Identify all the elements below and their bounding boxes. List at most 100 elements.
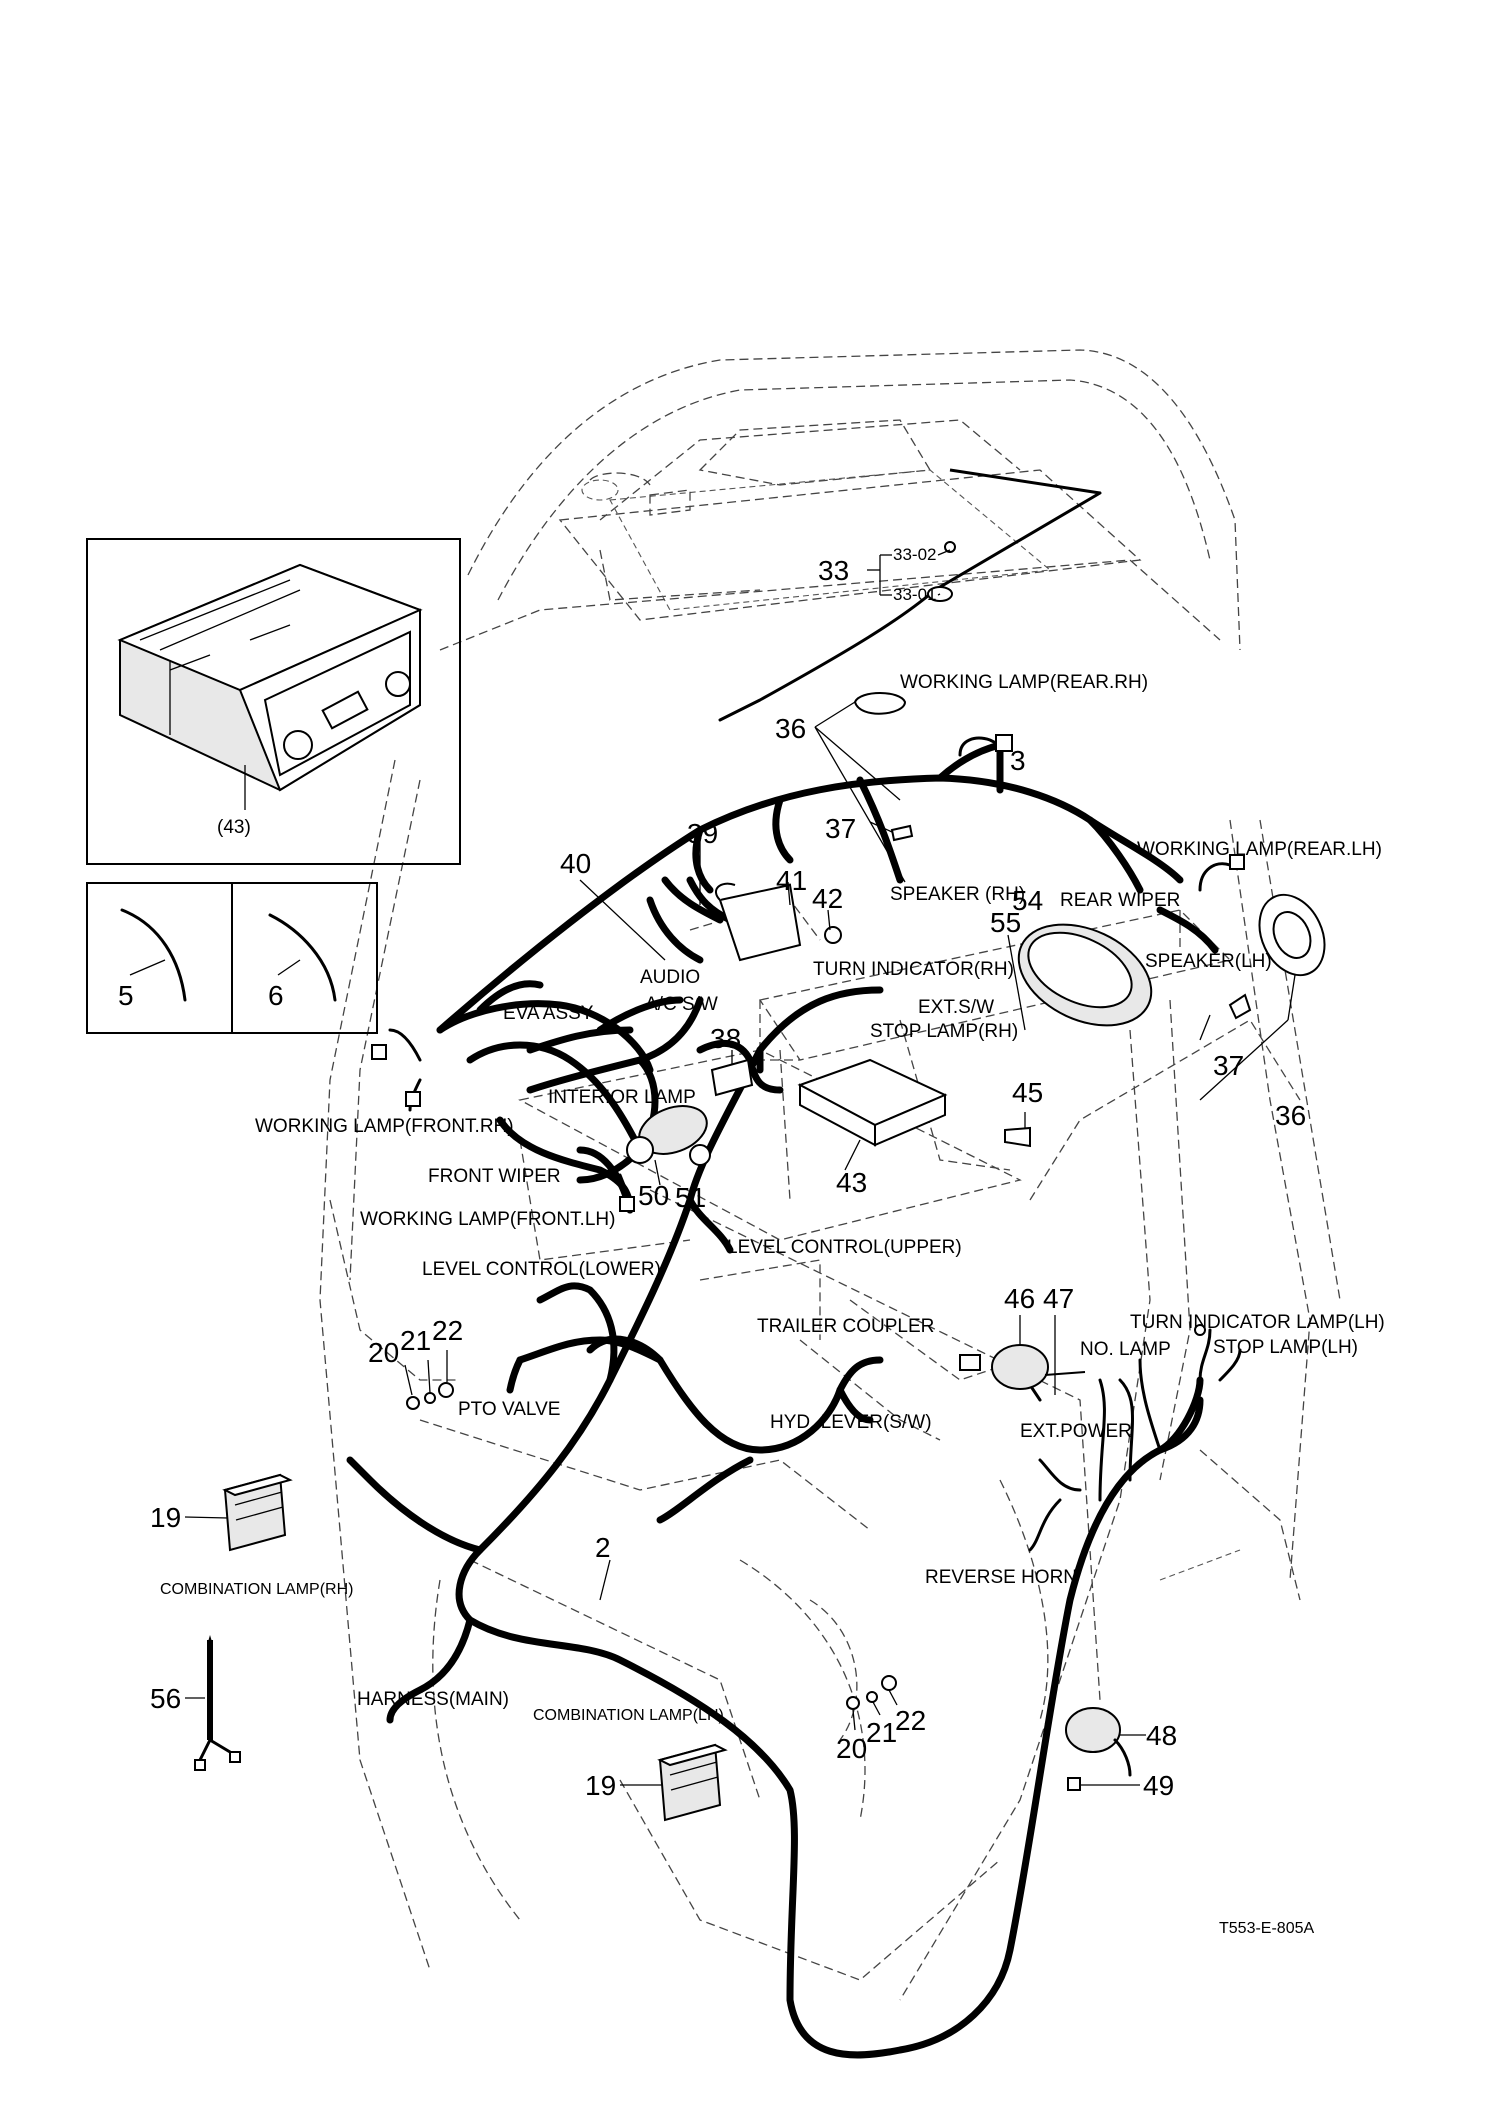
- label-working-lamp-front-lh: WORKING LAMP(FRONT.LH): [360, 1209, 615, 1230]
- num-46: 46: [1004, 1283, 1035, 1314]
- label-working-lamp-front-rh: WORKING LAMP(FRONT.RH): [255, 1116, 514, 1137]
- num-48: 48: [1146, 1720, 1177, 1751]
- num-20-left: 20: [368, 1337, 399, 1368]
- label-stop-lamp-lh: STOP LAMP(LH): [1213, 1337, 1358, 1358]
- num-21-left: 21: [400, 1325, 431, 1356]
- label-level-control-lower: LEVEL CONTROL(LOWER): [422, 1259, 661, 1280]
- num-33-01: 33-01: [893, 585, 936, 604]
- speaker-lh: [1258, 893, 1326, 977]
- label-harness-main: HARNESS(MAIN): [357, 1689, 509, 1710]
- label-trailer-coupler: TRAILER COUPLER: [757, 1316, 934, 1337]
- bolt-45: [1004, 1126, 1031, 1148]
- part-numbers: 33 33-02 33-01 36 3 37 39 40 41 42 54 55…: [150, 545, 1306, 1801]
- antenna-rod: [949, 468, 1101, 495]
- part-number-5: 5: [118, 980, 134, 1011]
- num-20-right: 20: [836, 1733, 867, 1764]
- num-36-right: 36: [1275, 1100, 1306, 1131]
- label-ext-sw: EXT.S/W: [918, 997, 994, 1018]
- antenna-cable: [718, 491, 1102, 722]
- part-number-6: 6: [268, 980, 284, 1011]
- num-38: 38: [710, 1023, 741, 1054]
- clip-37-top: [890, 824, 914, 842]
- cable-tie-5: [120, 908, 187, 1002]
- num-2: 2: [595, 1532, 611, 1563]
- cable-ties-inset: 5 6: [86, 882, 378, 1034]
- label-eva-assy: EVA ASSY: [503, 1003, 594, 1024]
- audio-unit-drawing: [117, 563, 423, 792]
- cable-tie-6: [268, 913, 337, 1002]
- num-54: 54: [1012, 885, 1043, 916]
- audio-bracket: [718, 883, 802, 962]
- label-speaker-lh: SPEAKER(LH): [1145, 951, 1272, 972]
- audio-bracket-lip: [715, 882, 736, 901]
- diagram-code: T553-E-805A: [1219, 1920, 1314, 1937]
- washer-20-right: [846, 1696, 860, 1710]
- num-43: 43: [836, 1167, 867, 1198]
- speaker-rh: [853, 692, 907, 715]
- label-working-lamp-rear-lh: WORKING LAMP(REAR.LH): [1137, 839, 1382, 860]
- label-turn-indicator-rh: TURN INDICATOR(RH): [813, 959, 1014, 980]
- num-56: 56: [150, 1683, 181, 1714]
- label-rear-wiper: REAR WIPER: [1060, 890, 1180, 911]
- clip-37-right: [1228, 993, 1252, 1020]
- interior-lamp: [710, 1058, 754, 1097]
- num-33-02: 33-02: [893, 545, 936, 564]
- label-working-lamp-rear-rh: WORKING LAMP(REAR.RH): [900, 672, 1148, 693]
- num-50: 50: [638, 1180, 669, 1211]
- nut-22-left: [438, 1382, 454, 1398]
- label-combination-lamp-rh: COMBINATION LAMP(RH): [160, 1581, 353, 1598]
- label-ac-sw: A/C S/W: [645, 994, 718, 1015]
- num-19-left: 19: [150, 1502, 181, 1533]
- num-40: 40: [560, 848, 591, 879]
- num-36-top: 36: [775, 713, 806, 744]
- controller-43: [797, 1058, 948, 1147]
- nut-22-right: [881, 1675, 897, 1691]
- num-55: 55: [990, 907, 1021, 938]
- num-51: 51: [675, 1182, 706, 1213]
- inset-frame: [86, 538, 461, 865]
- callout-labels: WORKING LAMP(REAR.RH) WORKING LAMP(REAR.…: [160, 672, 1385, 1724]
- harness-56: [194, 1635, 241, 1771]
- bolt-49: [1067, 1777, 1081, 1791]
- num-19-bottom: 19: [585, 1770, 616, 1801]
- inset-caption: (43): [217, 817, 251, 838]
- label-level-control-upper: LEVEL CONTROL(UPPER): [727, 1237, 962, 1258]
- label-pto-valve: PTO VALVE: [458, 1399, 560, 1420]
- label-ext-power: EXT.POWER: [1020, 1421, 1132, 1442]
- label-interior-lamp: INTERIOR LAMP: [548, 1087, 696, 1108]
- audio-inset: (43): [86, 538, 461, 865]
- leader-lines: [184, 549, 1296, 1786]
- connectors: [371, 734, 1245, 1552]
- num-21-right: 21: [866, 1717, 897, 1748]
- antenna-bolt: [944, 541, 956, 553]
- num-22-right: 22: [895, 1705, 926, 1736]
- label-turn-indicator-lamp-lh: TURN INDICATOR LAMP(LH): [1130, 1312, 1385, 1333]
- label-hyd-lever-sw: HYD. LEVER(S/W): [770, 1412, 932, 1433]
- num-42: 42: [812, 883, 843, 914]
- label-front-wiper: FRONT WIPER: [428, 1166, 561, 1187]
- label-speaker-rh: SPEAKER (RH): [890, 884, 1025, 905]
- harness-wires: [346, 741, 1219, 2059]
- num-3: 3: [1010, 745, 1026, 776]
- horn-48: [1065, 1707, 1132, 1777]
- num-45: 45: [1012, 1077, 1043, 1108]
- label-no-lamp: NO. LAMP: [1080, 1339, 1171, 1360]
- combination-lamp-lh: [657, 1743, 728, 1822]
- components: [194, 468, 1326, 1822]
- label-stop-lamp-rh: STOP LAMP(RH): [870, 1021, 1018, 1042]
- num-49: 49: [1143, 1770, 1174, 1801]
- num-22-left: 22: [432, 1315, 463, 1346]
- num-47: 47: [1043, 1283, 1074, 1314]
- combination-lamp-rh: [222, 1473, 293, 1552]
- label-combination-lamp-lh: COMBINATION LAMP(LH): [533, 1707, 724, 1724]
- num-33: 33: [818, 555, 849, 586]
- num-41: 41: [776, 865, 807, 896]
- label-reverse-horn: REVERSE HORN: [925, 1567, 1077, 1588]
- label-audio: AUDIO: [640, 967, 700, 988]
- front-wiper-motor: [626, 1105, 711, 1166]
- num-37-right: 37: [1213, 1050, 1244, 1081]
- trailer-coupler: [959, 1344, 1086, 1390]
- washer-21-right: [866, 1691, 878, 1703]
- num-39: 39: [687, 818, 718, 849]
